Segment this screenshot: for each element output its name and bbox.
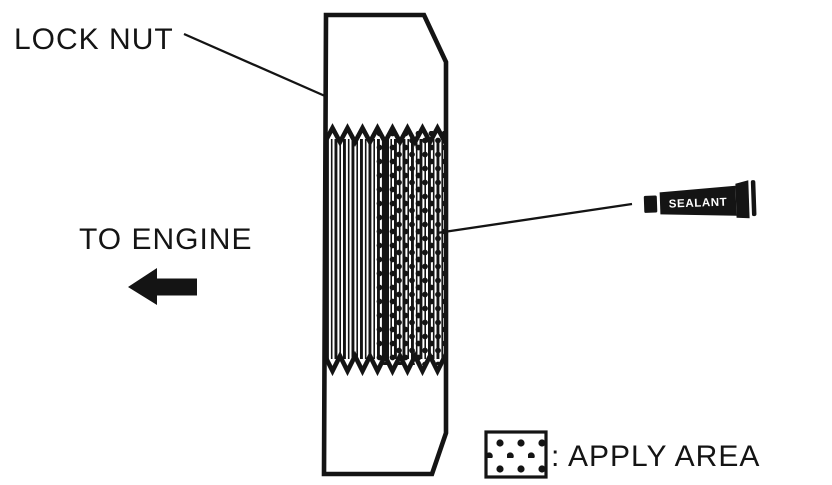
apply-area-legend: : APPLY AREA [484, 430, 760, 479]
apply-area-label: : APPLY AREA [551, 440, 760, 473]
lock-nut-leader-line [183, 32, 326, 98]
sealant-tube-body [659, 185, 737, 216]
to-engine-label: TO ENGINE [79, 223, 252, 256]
lock-nut-outline [321, 12, 449, 477]
sealant-tube-cap [643, 195, 658, 213]
sealant-tube-end-bar [750, 180, 757, 217]
sealant-label: SEALANT [669, 197, 728, 211]
apply-area-swatch [484, 430, 548, 479]
left-arrow-icon [128, 268, 197, 305]
sealant-tube-icon: SEALANT [643, 180, 757, 219]
thread-crest-top [324, 123, 446, 147]
thread-band [324, 123, 446, 377]
sealant-leader-line [436, 202, 633, 235]
sealant-tube-crimp [735, 180, 750, 219]
lock-nut-drawing [321, 12, 449, 477]
lock-nut-label: LOCK NUT [14, 23, 174, 56]
apply-area-stipple [376, 131, 446, 365]
thread-crest-bottom [324, 350, 446, 377]
